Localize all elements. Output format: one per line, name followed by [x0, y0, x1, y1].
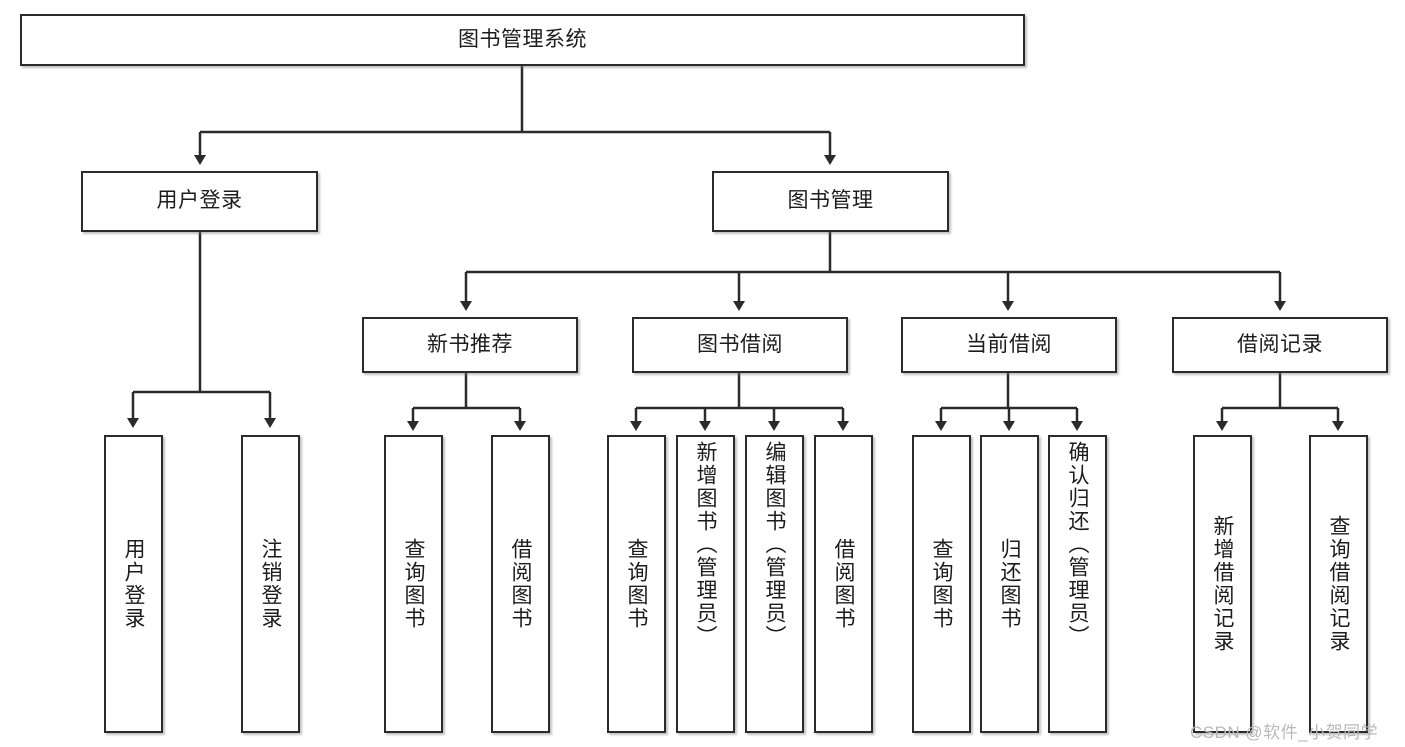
leaf-book-borrow-4[interactable]: 借阅图书 — [814, 435, 873, 733]
leaf-book-borrow-1-label: 查询图书 — [625, 538, 648, 630]
node-book-manage-label: 图书管理 — [787, 189, 874, 213]
node-new-book[interactable]: 新书推荐 — [362, 317, 578, 373]
leaf-current-borrow-3-label: 确认归还（管理员） — [1066, 441, 1089, 648]
leaf-current-borrow-1[interactable]: 查询图书 — [912, 435, 971, 733]
leaf-new-book-1-label: 查询图书 — [402, 538, 425, 630]
node-book-borrow-label: 图书借阅 — [697, 332, 783, 356]
leaf-current-borrow-2[interactable]: 归还图书 — [980, 435, 1039, 733]
node-book-borrow[interactable]: 图书借阅 — [632, 317, 848, 373]
leaf-current-borrow-2-label: 归还图书 — [998, 538, 1021, 630]
node-borrow-record-label: 借阅记录 — [1237, 332, 1323, 356]
leaf-user-login-1[interactable]: 用户登录 — [104, 435, 163, 733]
leaf-book-borrow-1[interactable]: 查询图书 — [607, 435, 666, 733]
leaf-book-borrow-2[interactable]: 新增图书（管理员） — [676, 435, 735, 733]
leaf-borrow-record-1-label: 新增借阅记录 — [1211, 515, 1234, 653]
leaf-book-borrow-2-label: 新增图书（管理员） — [694, 441, 717, 648]
leaf-borrow-record-2[interactable]: 查询借阅记录 — [1309, 435, 1368, 733]
node-current-borrow[interactable]: 当前借阅 — [901, 317, 1117, 373]
watermark: CSDN @软件_小贺同学 — [1190, 723, 1379, 742]
node-current-borrow-label: 当前借阅 — [966, 332, 1052, 356]
leaf-current-borrow-3[interactable]: 确认归还（管理员） — [1048, 435, 1107, 733]
node-new-book-label: 新书推荐 — [427, 332, 513, 356]
node-borrow-record[interactable]: 借阅记录 — [1172, 317, 1388, 373]
leaf-new-book-2[interactable]: 借阅图书 — [491, 435, 550, 733]
leaf-book-borrow-3-label: 编辑图书（管理员） — [763, 441, 786, 648]
node-user-login[interactable]: 用户登录 — [81, 171, 318, 232]
leaf-user-login-2[interactable]: 注销登录 — [241, 435, 300, 733]
node-root[interactable]: 图书管理系统 — [20, 14, 1025, 66]
node-root-label: 图书管理系统 — [458, 27, 587, 51]
node-user-login-label: 用户登录 — [156, 189, 243, 213]
leaf-new-book-2-label: 借阅图书 — [509, 538, 532, 630]
leaf-user-login-1-label: 用户登录 — [122, 538, 145, 630]
leaf-borrow-record-2-label: 查询借阅记录 — [1327, 515, 1350, 653]
node-book-manage[interactable]: 图书管理 — [712, 171, 949, 232]
leaf-current-borrow-1-label: 查询图书 — [930, 538, 953, 630]
leaf-book-borrow-4-label: 借阅图书 — [832, 538, 855, 630]
leaf-book-borrow-3[interactable]: 编辑图书（管理员） — [745, 435, 804, 733]
leaf-borrow-record-1[interactable]: 新增借阅记录 — [1193, 435, 1252, 733]
leaf-new-book-1[interactable]: 查询图书 — [384, 435, 443, 733]
leaf-user-login-2-label: 注销登录 — [259, 538, 282, 630]
